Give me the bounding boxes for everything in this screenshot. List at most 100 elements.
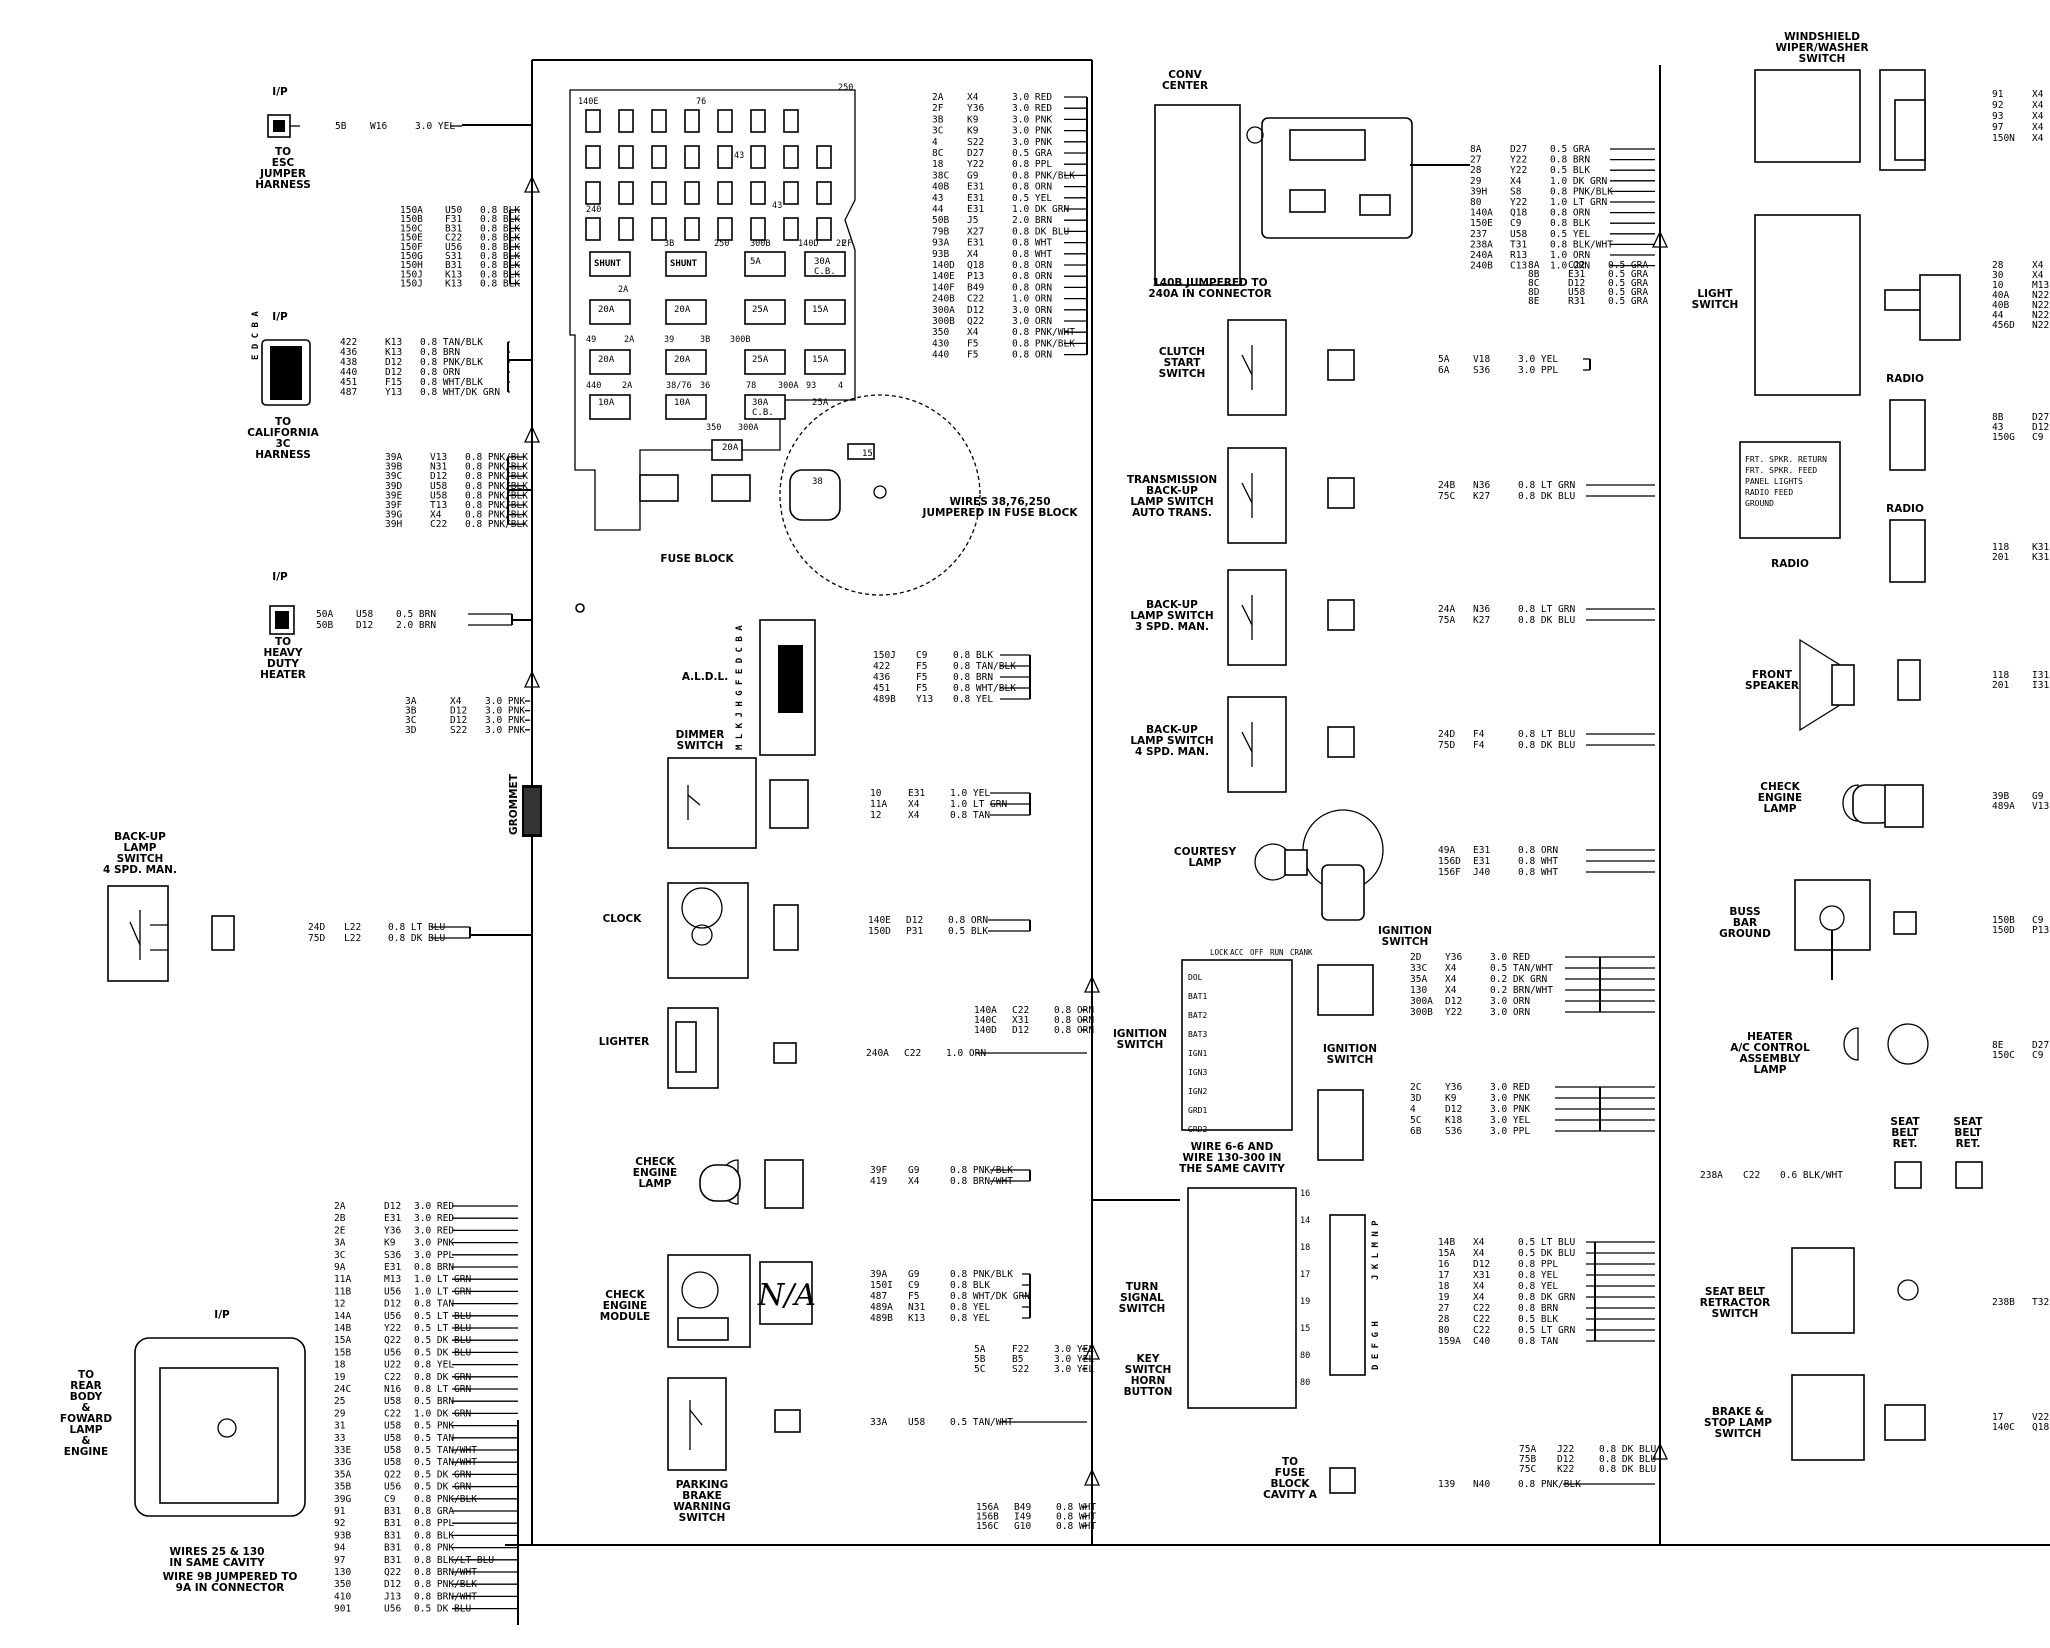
wire-text: 39A [385, 452, 402, 463]
wire-text: 0.8 BLK [480, 233, 520, 244]
label-ip2: I/P [272, 311, 288, 323]
wire-text: 3.0 YEL [1054, 1364, 1094, 1375]
wire-text: 240A [1470, 250, 1493, 261]
wire-text: 0.8 PNK/BLK [465, 452, 528, 463]
wire-text: C22 [1012, 1005, 1029, 1016]
wire-text: U58 [384, 1445, 401, 1456]
wire-text: 0.8 DK BLU [1518, 491, 1575, 502]
fuse-cavity-label: 4 [838, 381, 843, 391]
wire-text: 8E [1992, 1040, 2004, 1051]
wire-text: X4 [1445, 963, 1457, 974]
wire-text: 11A [334, 1274, 351, 1285]
fuse-slot [618, 181, 634, 205]
wire-text: 5A [1438, 354, 1450, 365]
wire-text: D12 [1568, 278, 1585, 289]
wire-text: U56 [384, 1347, 401, 1358]
fuse-slot [816, 145, 832, 169]
na-label: N/A [757, 1278, 816, 1313]
fuse [804, 251, 846, 277]
ign-position: CRANK [1290, 948, 1313, 957]
wire-text: D12 [384, 1201, 401, 1212]
wire-text: 0.5 TAN/WHT [950, 1417, 1013, 1428]
wire-text: K9 [1445, 1093, 1457, 1104]
fuse-rating: 25A [812, 398, 829, 408]
ign-pin: IGN3 [1188, 1068, 1207, 1077]
fuse-cavity-label: 300B [750, 239, 770, 249]
wire-text: 0.8 TAN [414, 1299, 454, 1310]
ign-position: OFF [1250, 948, 1264, 957]
wire-text: I31 [2032, 680, 2049, 691]
wire-text: S22 [450, 725, 467, 736]
wire-text: 0.5 DK BLU [1518, 1248, 1575, 1259]
wire-text: 159A [1438, 1336, 1461, 1347]
wire-text: 17 [1438, 1270, 1449, 1281]
wire-text: 50B [316, 620, 333, 631]
fuse-slot [585, 217, 601, 241]
wire-text: 238A [1700, 1170, 1723, 1181]
wire-text: 5C [1410, 1115, 1421, 1126]
wire-text: B49 [967, 282, 984, 293]
junction-triangle [1651, 1442, 1669, 1460]
wire-text: 489A [870, 1302, 893, 1313]
wire-text: 0.5 LT BLU [414, 1311, 471, 1322]
switch-connector [1327, 477, 1355, 509]
wire-text: 3.0 PNK [485, 725, 525, 736]
clock-body [667, 882, 799, 979]
wire-text: 75C [1519, 1464, 1536, 1475]
wire-text: 0.8 PPL [1012, 159, 1052, 170]
junction-triangle [1083, 1468, 1101, 1486]
wire-text: 0.8 LT GRN [1518, 604, 1575, 615]
wire-text: 0.8 BLK [480, 269, 520, 280]
wire-text: 3A [405, 696, 417, 707]
wire-text: 0.8 WHT [1012, 238, 1052, 249]
wire-text: 1.0 LT GRN [414, 1286, 471, 1297]
wire-text: K9 [384, 1238, 396, 1249]
wire-text: 0.5 GRA [1608, 296, 1648, 307]
wire-text: 16 [1438, 1259, 1450, 1270]
wire-text: L22 [344, 933, 361, 944]
dimmer-switch-body [667, 757, 809, 849]
fuse [744, 299, 786, 325]
wire-text: 0.8 ORN [1054, 1005, 1094, 1016]
fuse [744, 251, 786, 277]
wire-text: 24C [334, 1384, 351, 1395]
junction-markers [523, 175, 1669, 1486]
wire-text: K27 [1473, 491, 1490, 502]
radio-connector-2 [1889, 519, 1926, 583]
wire-text: 0.5 GRA [1608, 287, 1648, 298]
wire-text: 39F [870, 1165, 887, 1176]
fuse-rating: 10A [674, 398, 691, 408]
fuse-rating: 20A [674, 355, 691, 365]
label-radio2: RADIO [1886, 503, 1924, 515]
wire-text: 150D [868, 926, 891, 937]
lighter-body [667, 1007, 797, 1089]
wire-text: D12 [967, 305, 984, 316]
wire-text: 93 [1992, 111, 2003, 122]
wire-text: Q18 [2032, 1422, 2049, 1433]
wire-text: 40A [1992, 290, 2009, 301]
wire-text: D12 [1445, 1104, 1462, 1115]
wire-text: 15A [1438, 1248, 1455, 1259]
svg-text:RADIO FEED: RADIO FEED [1745, 488, 1793, 497]
wire-text: 3C [334, 1250, 345, 1261]
wire-text: 0.8 BRN [1550, 155, 1590, 166]
wire-text: I31 [2032, 670, 2049, 681]
wire-text: 19 [334, 1372, 346, 1383]
wire-text: 3.0 YEL [1054, 1344, 1094, 1355]
wire-text: Y22 [1510, 197, 1527, 208]
wire-text: U58 [430, 490, 447, 501]
wire-text: C22 [430, 519, 447, 530]
wire-text: 440 [340, 367, 357, 378]
check-engine-lamp-body [699, 1159, 804, 1209]
wire-text: N40 [1473, 1479, 1490, 1490]
fuse-cavity-label: 2A [618, 285, 628, 295]
